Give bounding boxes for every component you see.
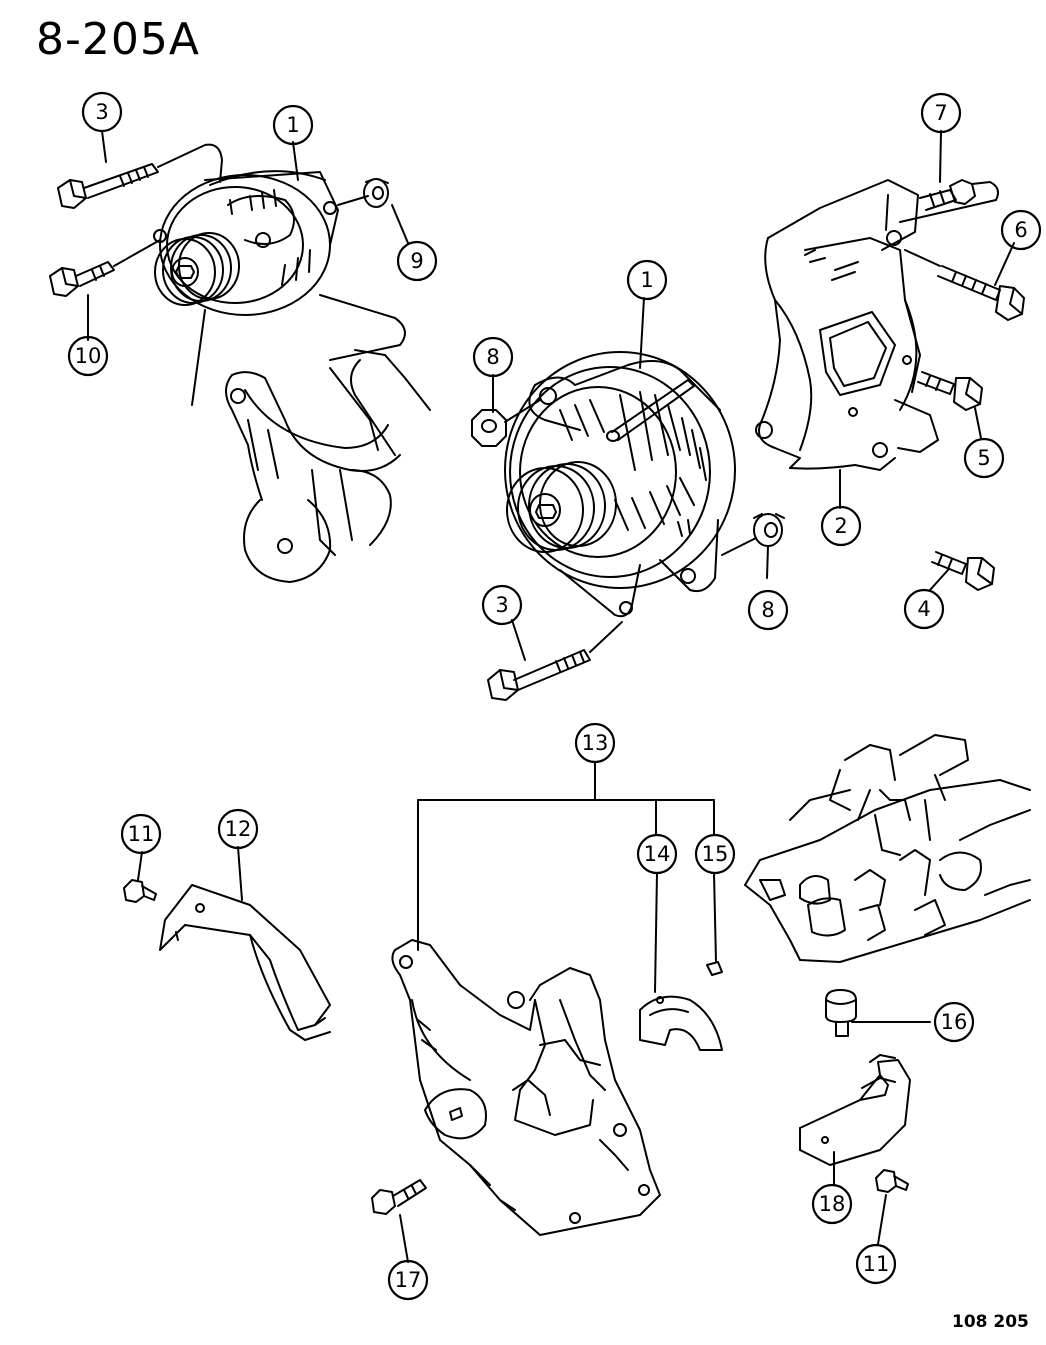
callout-10: 10 xyxy=(75,344,102,368)
callout-6: 6 xyxy=(1014,218,1027,242)
callout-17: 17 xyxy=(395,1268,422,1292)
mounting-bracket-top-right xyxy=(755,130,1025,591)
callout-8-lower: 8 xyxy=(761,598,774,622)
callout-3-center: 3 xyxy=(495,593,508,617)
callout-18: 18 xyxy=(819,1192,846,1216)
figure-code: 108 205 xyxy=(952,1312,1029,1332)
callout-3-top-left: 3 xyxy=(95,100,108,124)
callout-7: 7 xyxy=(934,101,947,125)
alternator-assembly-top-left xyxy=(49,130,431,583)
callout-16: 16 xyxy=(941,1010,968,1034)
callout-14: 14 xyxy=(644,842,671,866)
callout-8-upper: 8 xyxy=(486,345,499,369)
figure-title: 8-205A xyxy=(36,14,200,65)
callout-5: 5 xyxy=(977,446,990,470)
callout-15: 15 xyxy=(702,842,729,866)
callout-9: 9 xyxy=(410,249,423,273)
callout-1-center: 1 xyxy=(640,268,653,292)
callout-4: 4 xyxy=(917,597,930,621)
callout-11-left: 11 xyxy=(128,822,155,846)
callout-11-right: 11 xyxy=(863,1252,890,1276)
callout-13: 13 xyxy=(582,731,609,755)
support-bracket xyxy=(123,846,331,1041)
engine-block-bottom-right xyxy=(744,734,1031,1245)
mounting-plate-bottom-center xyxy=(371,761,723,1263)
callout-2: 2 xyxy=(834,514,847,538)
alternator-center xyxy=(471,297,785,701)
callout-12: 12 xyxy=(225,817,252,841)
callout-1-top-left: 1 xyxy=(286,113,299,137)
